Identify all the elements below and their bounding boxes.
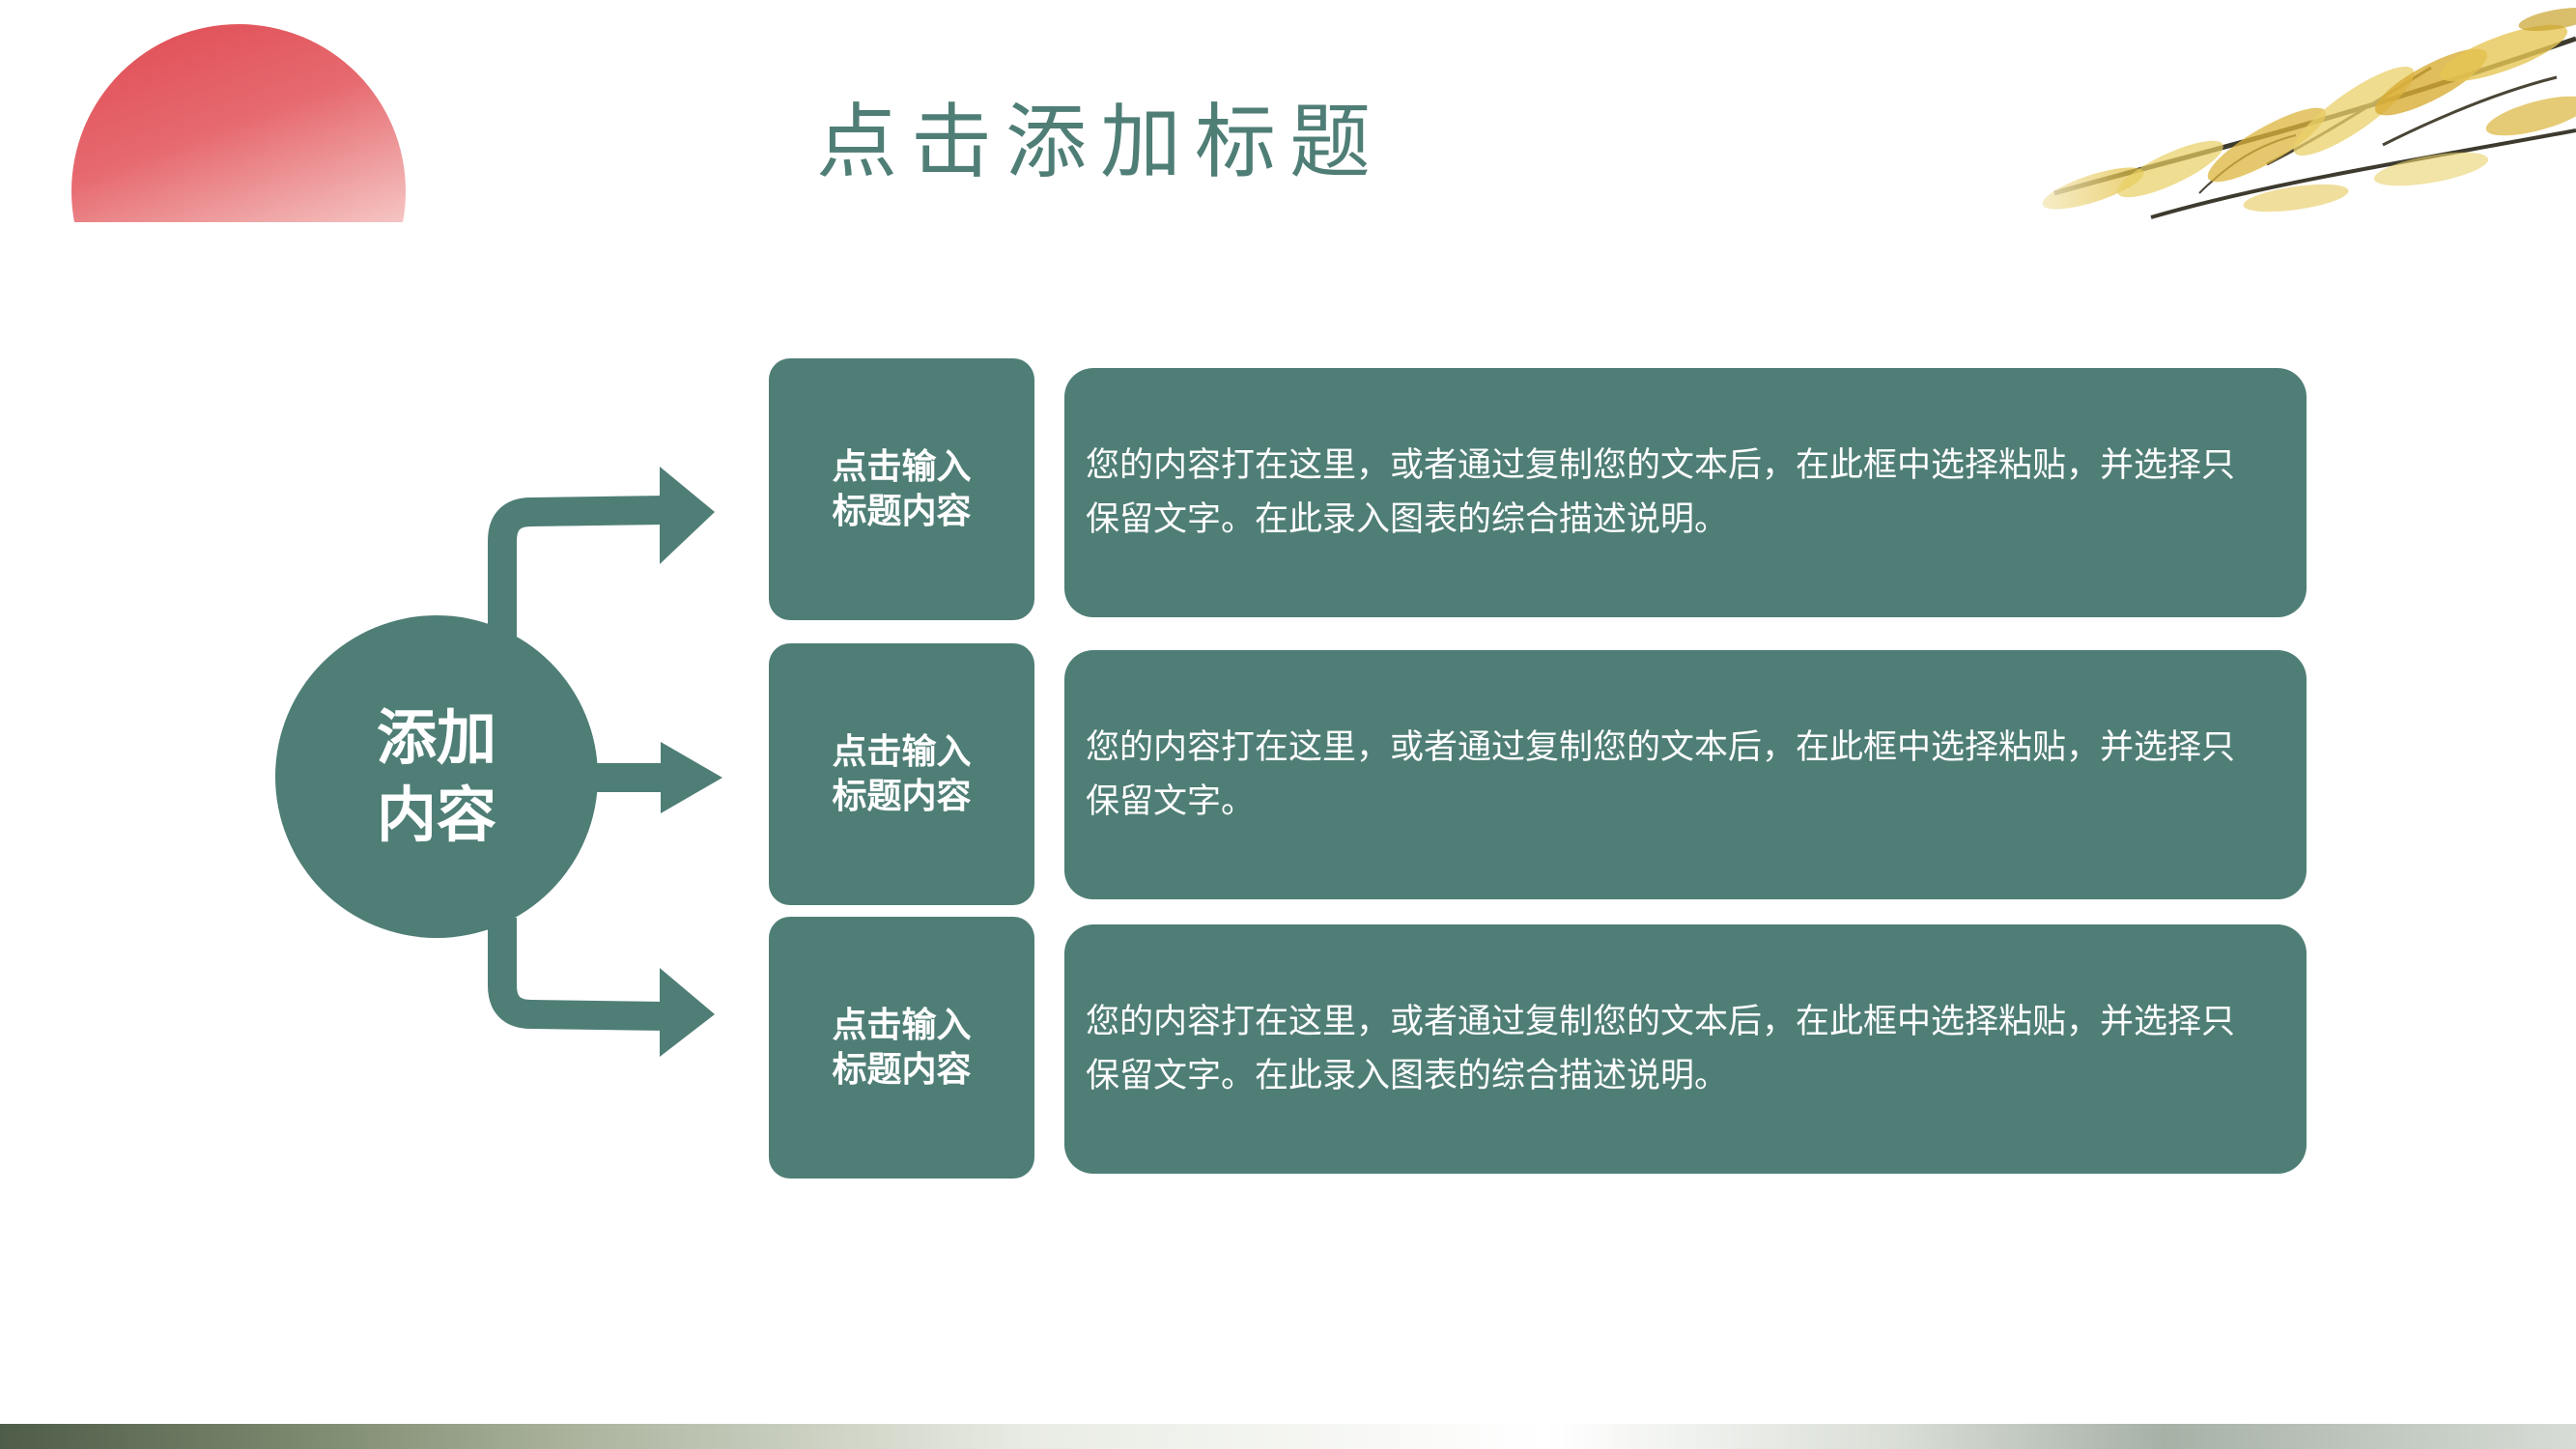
arrow-bottom-stem: [488, 918, 667, 1031]
item-2-description-box[interactable]: 您的内容打在这里，或者通过复制您的文本后，在此框中选择粘贴，并选择只保留文字。: [1064, 650, 2307, 899]
item-1-description-text: 您的内容打在这里，或者通过复制您的文本后，在此框中选择粘贴，并选择只保留文字。在…: [1086, 446, 2236, 539]
item-2-heading-line2: 标题内容: [832, 776, 972, 816]
item-3-description-text: 您的内容打在这里，或者通过复制您的文本后，在此框中选择粘贴，并选择只保留文字。在…: [1086, 1003, 2236, 1095]
item-1-heading-line1: 点击输入: [832, 446, 972, 487]
red-sun-icon: [71, 24, 406, 222]
page-title[interactable]: 点击添加标题: [816, 95, 1385, 189]
item-2-description-text: 您的内容打在这里，或者通过复制您的文本后，在此框中选择粘贴，并选择只保留文字。: [1086, 728, 2236, 821]
item-3-heading-box[interactable]: 点击输入 标题内容: [769, 917, 1034, 1179]
arrow-top-head: [660, 467, 715, 564]
landscape-strip: [0, 1424, 2576, 1449]
hub-circle[interactable]: 添加 内容: [275, 615, 598, 938]
arrow-top-stem: [488, 496, 667, 638]
item-3-heading-line1: 点击输入: [832, 1005, 972, 1045]
item-1-heading-box[interactable]: 点击输入 标题内容: [769, 358, 1034, 620]
arrow-bottom-head: [660, 968, 715, 1057]
item-2-heading-line1: 点击输入: [832, 731, 972, 772]
arrow-middle-head: [661, 742, 722, 813]
item-2-heading-box[interactable]: 点击输入 标题内容: [769, 643, 1034, 905]
hub-label-line1: 添加: [376, 702, 496, 773]
item-3-description-box[interactable]: 您的内容打在这里，或者通过复制您的文本后，在此框中选择粘贴，并选择只保留文字。在…: [1064, 924, 2307, 1174]
item-1-description-box[interactable]: 您的内容打在这里，或者通过复制您的文本后，在此框中选择粘贴，并选择只保留文字。在…: [1064, 368, 2307, 617]
hub-label-line2: 内容: [376, 780, 496, 850]
item-1-heading-line2: 标题内容: [832, 491, 972, 531]
item-3-heading-line2: 标题内容: [832, 1049, 972, 1090]
yellow-branch-icon: [1977, 0, 2576, 224]
